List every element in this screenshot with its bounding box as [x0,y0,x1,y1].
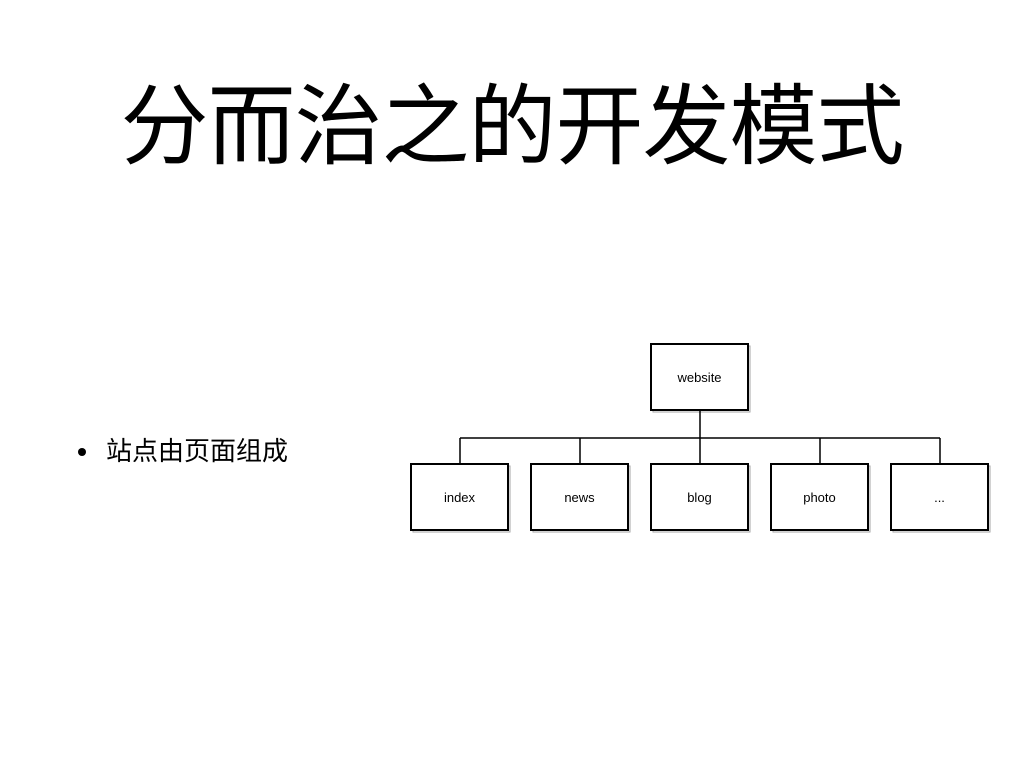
node-label: ... [934,490,945,505]
node-blog: blog [650,463,751,533]
node-label: news [564,490,595,505]
node-news: news [530,463,631,533]
node-label: photo [803,490,836,505]
bullet-dot [78,448,86,456]
bullet-item: 站点由页面组成 [78,432,288,472]
node-label: index [444,490,476,505]
node-label: blog [687,490,712,505]
node-more: ... [890,463,991,533]
slide-title: 分而治之的开发模式 [120,75,904,178]
node-website: website [650,343,751,413]
bullet-text: 站点由页面组成 [106,437,289,467]
node-index: index [410,463,511,533]
bullet-list: 站点由页面组成 [78,432,288,472]
node-photo: photo [770,463,871,533]
node-label: website [676,370,721,385]
